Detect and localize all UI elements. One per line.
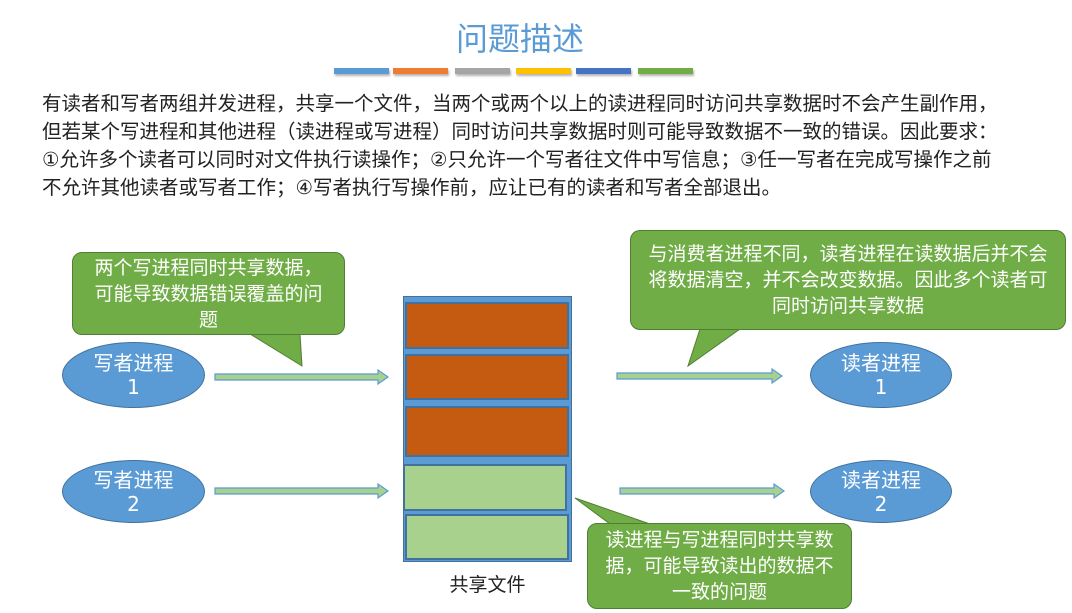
callout-tail xyxy=(248,333,303,367)
reader-process-2: 读者进程2 xyxy=(810,460,952,523)
accent-bar xyxy=(638,68,693,74)
arrow-reader1 xyxy=(616,367,784,385)
shared-file-label: 共享文件 xyxy=(449,574,526,596)
callout-readers: 与消费者进程不同，读者进程在读数据后并不会将数据清空，并不会改变数据。因此多个读… xyxy=(630,230,1066,330)
file-block-free xyxy=(403,464,567,511)
accent-bar xyxy=(455,68,510,74)
file-block-written xyxy=(405,302,569,349)
accent-bar xyxy=(334,68,389,74)
arrow-writer1 xyxy=(214,368,390,386)
writer-process-1: 写者进程1 xyxy=(62,342,205,408)
callout-reader-writer: 读进程与写进程同时共享数据，可能导致读出的数据不一致的问题 xyxy=(587,523,852,609)
file-block-written xyxy=(405,354,569,400)
callout-tail xyxy=(687,328,742,368)
callout-writers: 两个写进程同时共享数据，可能导致数据错误覆盖的问题 xyxy=(72,252,345,335)
accent-bar xyxy=(576,68,631,74)
file-block-free xyxy=(405,514,569,560)
file-block-written xyxy=(405,406,569,457)
accent-bar xyxy=(393,68,448,74)
arrow-writer2 xyxy=(214,482,390,500)
callout-tail xyxy=(574,497,651,525)
page-title: 问题描述 xyxy=(455,20,584,58)
writer-process-2: 写者进程2 xyxy=(62,460,205,523)
reader-process-1: 读者进程1 xyxy=(810,342,952,408)
accent-bar xyxy=(516,68,571,74)
problem-description: 有读者和写者两组并发进程，共享一个文件，当两个或两个以上的读进程同时访问共享数据… xyxy=(42,92,998,199)
arrow-reader2 xyxy=(619,482,786,500)
